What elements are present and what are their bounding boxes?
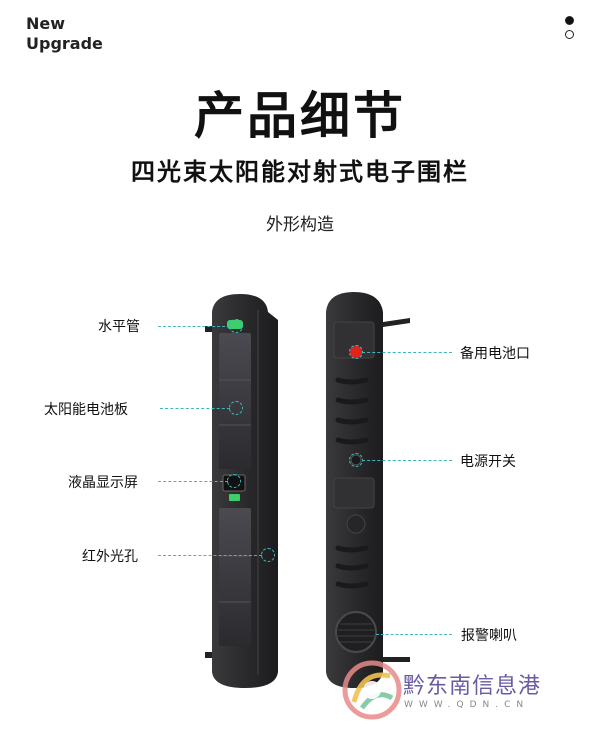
callout-label-alarm-speaker: 报警喇叭 <box>461 628 517 644</box>
callout-line-ir-hole <box>158 555 262 556</box>
callout-line-battery-port <box>362 352 452 353</box>
alarm-speaker <box>335 611 377 653</box>
callout-label-battery-port: 备用电池口 <box>460 346 530 362</box>
back-unit-bracket-top <box>383 318 410 327</box>
brand-mark: New Upgrade <box>26 14 103 54</box>
back-unit-bracket-bottom <box>383 657 410 662</box>
page-dot-active-icon <box>565 16 574 25</box>
front-unit <box>205 294 278 688</box>
page-subtitle: 四光束太阳能对射式电子围栏 <box>131 158 469 186</box>
solar-panel-lower <box>219 508 251 646</box>
page-title: 产品细节 <box>194 87 406 145</box>
front-unit-bracket-top <box>205 326 215 332</box>
callout-line-level-tube <box>158 326 230 327</box>
front-unit-bracket-bottom <box>205 652 215 658</box>
callout-ring-battery-port <box>349 345 363 359</box>
callout-ring-ir-hole <box>261 548 275 562</box>
callout-line-solar-panel <box>160 408 230 409</box>
callout-ring-solar-panel <box>229 401 243 415</box>
brand-line-new: New <box>26 14 66 33</box>
callout-label-level-tube: 水平管 <box>98 319 140 335</box>
watermark-logo-icon <box>342 660 402 720</box>
callout-label-ir-hole: 红外光孔 <box>82 549 138 565</box>
callout-ring-power-switch <box>349 453 363 467</box>
callout-label-solar-panel: 太阳能电池板 <box>44 402 128 418</box>
callout-ring-level-tube <box>229 319 243 333</box>
section-heading: 外形构造 <box>266 215 334 235</box>
watermark-url: WWW.QDN.CN <box>404 700 530 710</box>
callout-line-lcd <box>158 481 228 482</box>
lcd-indicator <box>229 494 240 501</box>
page-dot-inactive-icon <box>565 30 574 39</box>
callout-ring-lcd <box>227 474 241 488</box>
callout-label-lcd: 液晶显示屏 <box>68 475 138 491</box>
callout-line-alarm-speaker <box>376 634 452 635</box>
watermark-name: 黔东南信息港 <box>403 674 542 699</box>
brand-line-upgrade: Upgrade <box>26 34 103 53</box>
callout-label-power-switch: 电源开关 <box>460 454 516 470</box>
callout-line-power-switch <box>362 460 452 461</box>
page-indicator <box>565 16 574 44</box>
